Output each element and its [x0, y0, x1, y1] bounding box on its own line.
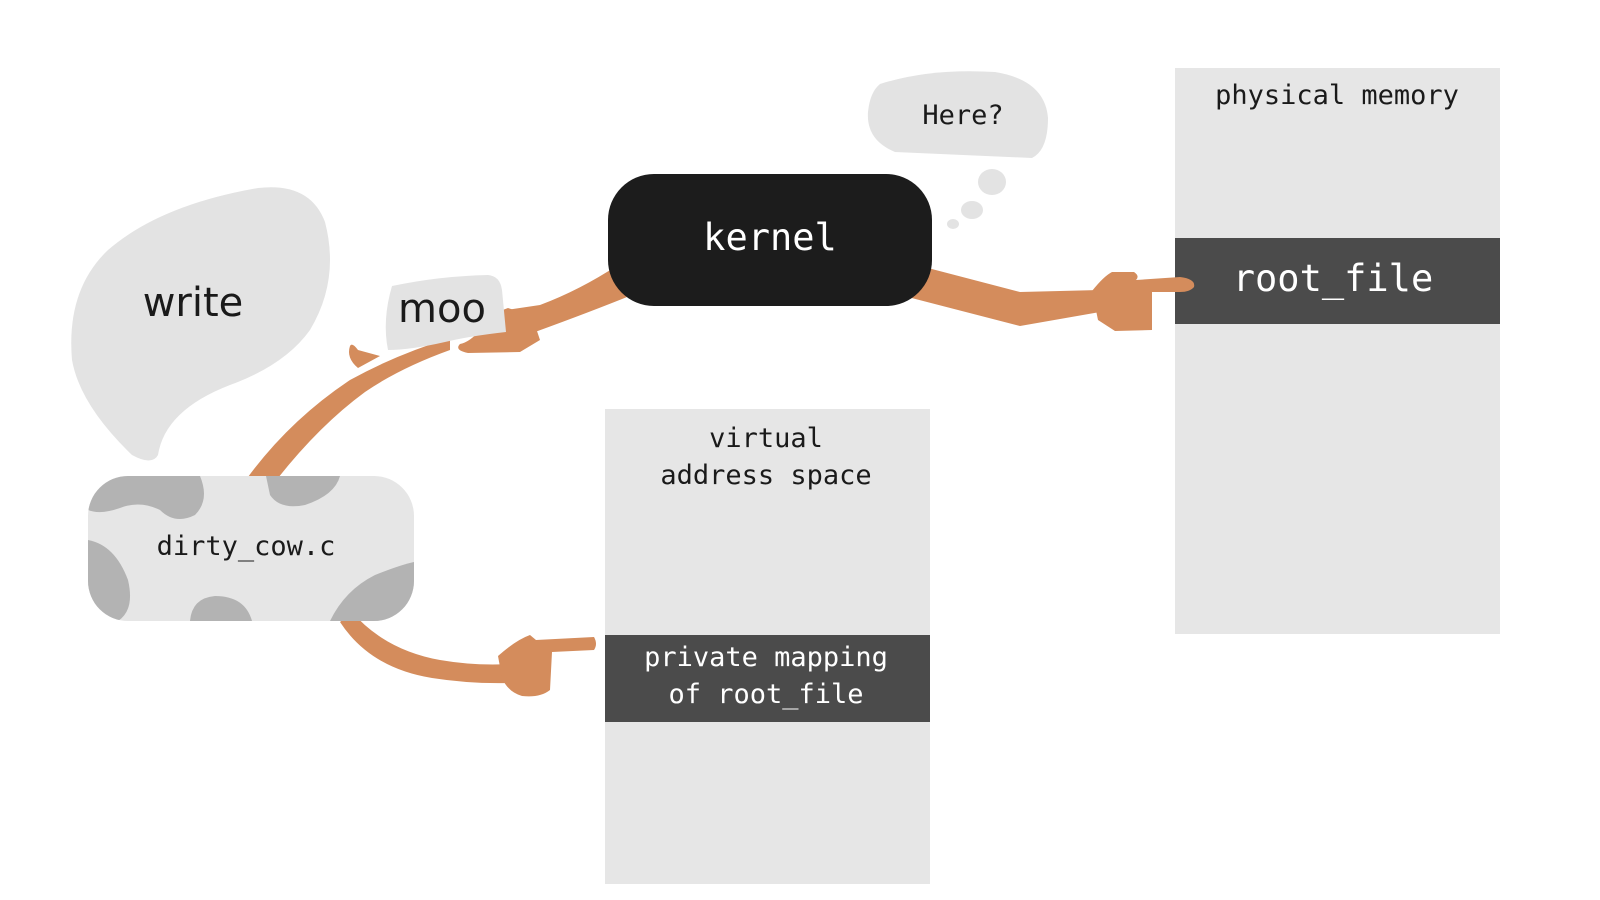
cow-to-moo-arm	[248, 338, 450, 478]
thought-dot-medium	[961, 201, 983, 219]
cow-spot-top-left	[88, 476, 204, 519]
pointing-hand-virtual	[498, 635, 596, 697]
dirty-cow-program: dirty_cow.c	[88, 476, 414, 621]
physical-memory-panel: physical memory root_file	[1175, 68, 1500, 634]
write-bubble-shape	[71, 187, 330, 461]
cow-spots	[88, 476, 414, 621]
cow-spot-top-right	[266, 476, 340, 507]
write-text: write	[143, 280, 244, 326]
moo-text: moo	[398, 286, 486, 332]
kernel-box	[608, 174, 932, 306]
thought-cloud	[867, 71, 1048, 158]
cow-to-virtual-arm	[340, 612, 510, 684]
root-file-region	[1175, 238, 1500, 324]
kernel-thought-bubble: Here?	[867, 71, 1048, 229]
cow-spot-bottom-right	[330, 562, 414, 621]
kernel-label: kernel	[703, 216, 837, 259]
private-mapping-label-line1: private mapping	[644, 642, 888, 673]
cow-upper-hand	[349, 344, 380, 368]
cow-spot-bottom	[190, 596, 252, 621]
kernel-to-physical-arm	[900, 262, 1100, 326]
kernel-node: kernel	[608, 174, 932, 306]
pointing-hand-physical	[1092, 272, 1195, 331]
cow-spot-left	[88, 540, 131, 621]
physical-memory-background	[1175, 68, 1500, 634]
root-file-label: root_file	[1233, 257, 1433, 301]
moo-note: moo	[385, 275, 506, 350]
moo-note-shape	[385, 275, 506, 350]
thought-dot-small	[947, 219, 959, 229]
dirty-cow-label: dirty_cow.c	[157, 531, 336, 562]
thought-text: Here?	[922, 100, 1003, 131]
physical-memory-title: physical memory	[1215, 80, 1459, 111]
virtual-address-space-panel: virtual address space private mapping of…	[605, 409, 930, 884]
private-mapping-region	[605, 635, 930, 722]
write-speech-bubble: write	[71, 187, 330, 461]
kernel-to-moo-arm	[506, 265, 632, 336]
private-mapping-label-line2: of root_file	[668, 679, 863, 710]
virtual-space-title-line1: virtual	[709, 423, 823, 454]
virtual-space-title-line2: address space	[660, 460, 871, 491]
thought-dot-large	[978, 169, 1006, 195]
